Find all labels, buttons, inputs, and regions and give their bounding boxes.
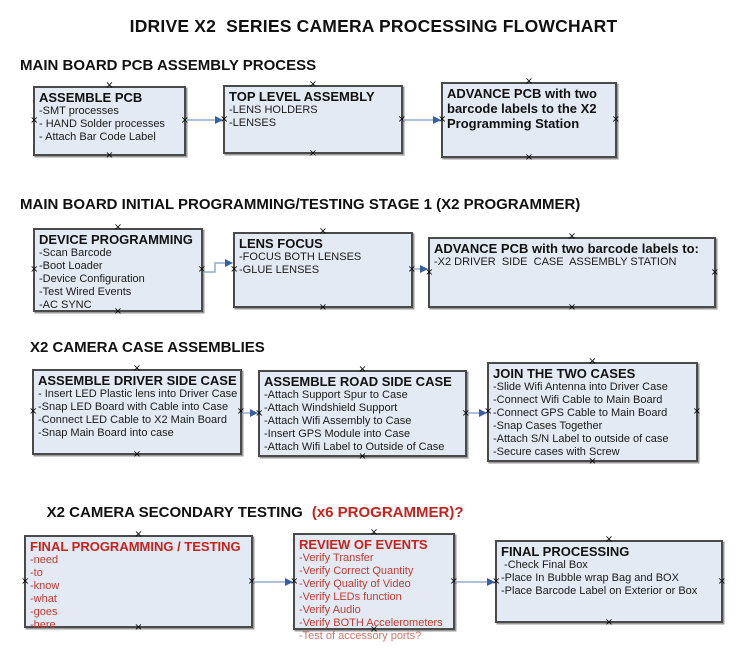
connection-handle-icon: × (308, 148, 318, 159)
box-line: -Place Barcode Label on Exterior or Box (501, 585, 698, 597)
box-line: -Attach S/N Label to outside of case (493, 433, 669, 445)
box-title: LENS FOCUS (239, 236, 323, 251)
box-title: ASSEMBLE ROAD SIDE CASE (264, 374, 452, 389)
flow-box-join-the-two-cases[interactable]: JOIN THE TWO CASES -Slide Wifi Antenna i… (484, 357, 701, 467)
box-line: -Verify Transfer (299, 552, 374, 564)
box-line: -LENS HOLDERS (229, 104, 318, 116)
flow-box-final-programming-testing[interactable]: FINAL PROGRAMMING / TESTING -need -to -k… (21, 530, 256, 633)
box-title: ADVANCE PCB with two barcode labels to t… (447, 86, 597, 131)
box-title: FINAL PROCESSING (501, 544, 630, 559)
box-line: -Verify Quality of Video (299, 578, 411, 590)
flow-box-assemble-road-side-case[interactable]: ASSEMBLE ROAD SIDE CASE -Attach Support … (255, 365, 470, 462)
box-title: FINAL PROGRAMMING / TESTING (30, 539, 241, 554)
box-line: -Snap LED Board with Cable into Case (38, 401, 229, 413)
box-line: -Verify BOTH Accelerometers (299, 617, 443, 629)
box-line: -Connect LED Cable to X2 Main Board (38, 414, 227, 426)
connection-handle-icon: × (132, 449, 142, 460)
connection-handle-icon: × (30, 115, 39, 126)
connection-handle-icon: × (604, 617, 614, 628)
box-line: -Verify Correct Quantity (299, 565, 414, 577)
connection-handle-icon: × (692, 406, 701, 417)
box-line: -Snap Cases Together (493, 420, 603, 432)
connection-handle-icon: × (710, 266, 719, 278)
connector-arrow[interactable] (251, 572, 295, 592)
box-line: -Attach Wifi Label to Outside of Case (264, 441, 445, 453)
box-line: -Verify Audio (299, 604, 361, 616)
connection-handle-icon: × (318, 302, 328, 313)
section-heading-black: X2 CAMERA SECONDARY TESTING (46, 504, 303, 521)
box-line: -here (30, 619, 56, 631)
connection-handle-icon: × (567, 302, 577, 313)
flow-box-assemble-pcb[interactable]: ASSEMBLE PCB -SMT processes - HAND Solde… (30, 81, 189, 161)
flow-box-assemble-driver-side-case[interactable]: ASSEMBLE DRIVER SIDE CASE - Insert LED P… (29, 364, 245, 460)
connector-arrow[interactable] (184, 110, 226, 130)
box-line: -Test Wired Events (39, 286, 132, 298)
box-line: -Snap Main Board into case (38, 427, 174, 439)
section-heading-pcb-assembly: MAIN BOARD PCB ASSEMBLY PROCESS (20, 57, 317, 74)
box-line: - Insert LED Plastic lens into Driver Ca… (38, 388, 238, 400)
box-line: -X2 DRIVER SIDE CASE ASSEMBLY STATION (434, 256, 677, 268)
connector-elbow-arrow[interactable] (201, 255, 237, 279)
box-line: -SMT processes (39, 105, 119, 117)
box-line: -to (30, 567, 43, 579)
box-line: -FOCUS BOTH LENSES (239, 251, 362, 263)
box-line: -Place In Bubble wrap Bag and BOX (501, 572, 679, 584)
connector-arrow[interactable] (401, 110, 445, 130)
connection-handle-icon: × (105, 150, 114, 161)
box-line: -Scan Barcode (39, 247, 112, 259)
connector-arrow[interactable] (411, 260, 431, 280)
section-heading-initial-programming: MAIN BOARD INITIAL PROGRAMMING/TESTING S… (20, 196, 581, 213)
connector-arrow[interactable] (465, 403, 489, 423)
box-line: -Connect Wifi Cable to Main Board (493, 394, 663, 406)
flow-box-review-of-events[interactable]: REVIEW OF EVENTS -Verify Transfer -Verif… (290, 528, 458, 643)
box-line: -Test of accessory ports? (299, 630, 422, 642)
box-line: -know (30, 580, 60, 592)
box-line: -goes (30, 606, 58, 618)
connection-handle-icon: × (21, 575, 30, 587)
box-line: -Device Configuration (39, 273, 145, 285)
box-line: -Verify LEDs function (299, 591, 402, 603)
box-line: -Connect GPS Cable to Main Board (493, 407, 668, 419)
box-title: DEVICE PROGRAMMING (39, 232, 193, 247)
flow-box-top-level-assembly[interactable]: TOP LEVEL ASSEMBLY -LENS HOLDERS -LENSES… (220, 80, 406, 159)
connection-handle-icon: × (717, 575, 726, 587)
box-line: -Slide Wifi Antenna into Driver Case (493, 381, 668, 393)
connection-handle-icon: × (524, 152, 534, 163)
box-line: -what (30, 593, 57, 605)
box-line: -AC SYNC (39, 299, 92, 311)
connector-arrow[interactable] (453, 572, 497, 592)
page-title: IDRIVE X2 SERIES CAMERA PROCESSING FLOWC… (129, 16, 618, 36)
box-line: -Secure cases with Screw (493, 446, 620, 458)
flow-box-final-processing[interactable]: FINAL PROCESSING -Check Final Box -Place… (492, 535, 726, 628)
section-heading-red: (x6 PROGRAMMER)? (311, 504, 464, 521)
box-line: -Attach Wifi Assembly to Case (264, 415, 412, 427)
flow-box-advance-pcb-programming-station[interactable]: ADVANCE PCB with two barcode labels to t… (438, 77, 620, 163)
box-line: -Attach Support Spur to Case (264, 389, 408, 401)
section-heading-secondary-testing: X2 CAMERA SECONDARY TESTING (x6 PROGRAMME… (30, 487, 464, 538)
box-title: ASSEMBLE PCB (39, 90, 143, 105)
connection-handle-icon: × (611, 114, 620, 125)
box-line: -GLUE LENSES (239, 264, 320, 276)
connector-arrow[interactable] (240, 403, 260, 423)
connection-handle-icon: × (30, 264, 39, 275)
box-title: ASSEMBLE DRIVER SIDE CASE (38, 373, 237, 388)
box-line: -need (30, 554, 59, 566)
box-line: -Attach Windshield Support (264, 402, 398, 414)
box-title: ADVANCE PCB with two barcode labels to: (434, 241, 699, 256)
box-title: JOIN THE TWO CASES (493, 366, 636, 381)
connection-handle-icon: × (29, 406, 38, 417)
box-line: - Attach Bar Code Label (39, 131, 156, 143)
box-line: -LENSES (229, 117, 277, 129)
flow-box-device-programming[interactable]: DEVICE PROGRAMMING -Scan Barcode -Boot L… (30, 223, 206, 317)
box-line: -Check Final Box (501, 559, 588, 571)
box-line: -Boot Loader (39, 260, 103, 272)
flow-box-advance-pcb-driver-side-station[interactable]: ADVANCE PCB with two barcode labels to: … (425, 232, 719, 313)
box-title: REVIEW OF EVENTS (299, 537, 428, 552)
section-heading-case-assemblies: X2 CAMERA CASE ASSEMBLIES (30, 339, 265, 356)
box-title: TOP LEVEL ASSEMBLY (229, 89, 375, 104)
box-line: - HAND Solder processes (39, 118, 165, 130)
box-line: -Insert GPS Module into Case (264, 428, 411, 440)
flow-box-lens-focus[interactable]: LENS FOCUS -FOCUS BOTH LENSES -GLUE LENS… (230, 227, 416, 313)
